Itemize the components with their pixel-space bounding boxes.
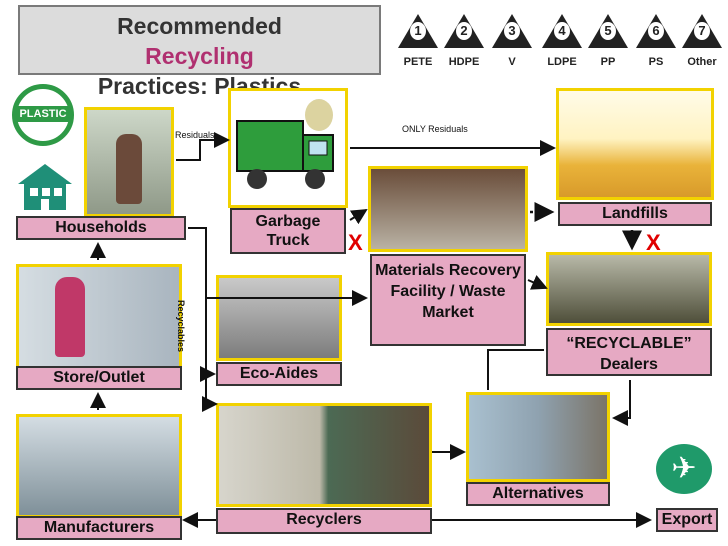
garbage-truck-label: Garbage Truck: [230, 208, 346, 254]
person-figure: [116, 134, 142, 204]
recycle-triangle-icon: 6: [636, 14, 676, 48]
only-residuals-label: ONLY Residuals: [402, 124, 468, 134]
airplane-icon: ✈: [656, 444, 712, 494]
recyclers-label: Recyclers: [216, 508, 432, 534]
recycle-triangle-icon: 5: [588, 14, 628, 48]
plastic-recycle-logo: PLASTIC: [12, 84, 74, 146]
store-outlet-label: Store/Outlet: [16, 366, 182, 390]
recyclable-dealers-label: “RECYCLABLE” Dealers: [546, 328, 712, 376]
recycle-triangle-icon: 4: [542, 14, 582, 48]
residuals-label: Residuals: [175, 130, 215, 140]
recycle-triangle-icon: 2: [444, 14, 484, 48]
landfills-photo: [556, 88, 714, 200]
manufacturers-label: Manufacturers: [16, 516, 182, 540]
households-label: Households: [16, 216, 186, 240]
garbage-truck-icon: [236, 99, 334, 189]
eco-aides-photo: [216, 275, 342, 361]
mrf-label: Materials Recovery Facility / Waste Mark…: [370, 254, 526, 346]
house-icon: [14, 160, 76, 212]
shopper-figure: [55, 277, 85, 357]
recycle-triangle-icon: 1: [398, 14, 438, 48]
mrf-photo: [368, 166, 528, 252]
alternatives-photo: [466, 392, 610, 482]
recycle-triangle-icon: 3: [492, 14, 532, 48]
blocked-x-mark: X: [646, 230, 661, 255]
export-label: Export: [656, 508, 718, 532]
recyclers-photo: [216, 403, 432, 507]
alternatives-label: Alternatives: [466, 482, 610, 506]
title-highlight: Recycling: [145, 43, 254, 69]
recycle-triangle-icon: 7: [682, 14, 722, 48]
landfills-label: Landfills: [558, 202, 712, 226]
garbage-truck-photo: [228, 88, 348, 208]
recyclable-dealers-photo: [546, 252, 712, 326]
title-prefix: Recommended: [117, 13, 282, 39]
blocked-x-mark: X: [348, 230, 363, 255]
eco-aides-label: Eco-Aides: [216, 362, 342, 386]
diagram-title: Recommended Recycling Practices: Plastic…: [18, 5, 381, 99]
recyclables-label: Recyclables: [176, 300, 186, 353]
households-photo: [84, 107, 174, 217]
